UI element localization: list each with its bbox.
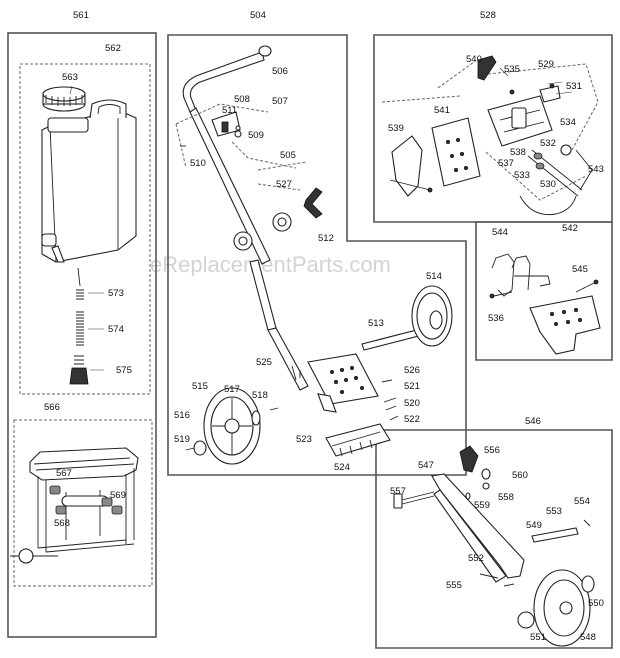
label-523: 523 <box>296 434 312 445</box>
stand-group-frame <box>13 419 153 587</box>
label-517: 517 <box>224 384 240 395</box>
label-544: 544 <box>492 227 508 238</box>
bracket-illustration <box>381 55 599 216</box>
bracket-lower-illustration <box>489 253 601 355</box>
bracket-lower-frame <box>475 221 613 361</box>
label-557: 557 <box>390 486 406 497</box>
label-528: 528 <box>480 10 496 21</box>
label-549: 549 <box>526 520 542 531</box>
label-526: 526 <box>404 365 420 376</box>
label-522: 522 <box>404 414 420 425</box>
label-507: 507 <box>272 96 288 107</box>
label-538: 538 <box>510 147 526 158</box>
label-531: 531 <box>566 81 582 92</box>
label-524: 524 <box>334 462 350 473</box>
label-534: 534 <box>560 117 576 128</box>
label-562: 562 <box>105 43 121 54</box>
label-520: 520 <box>404 398 420 409</box>
label-573: 573 <box>108 288 124 299</box>
label-545: 545 <box>572 264 588 275</box>
label-535: 535 <box>504 64 520 75</box>
label-553: 553 <box>546 506 562 517</box>
label-574: 574 <box>108 324 124 335</box>
label-556: 556 <box>484 445 500 456</box>
label-536: 536 <box>488 313 504 324</box>
label-514: 514 <box>426 271 442 282</box>
label-521: 521 <box>404 381 420 392</box>
label-541: 541 <box>434 105 450 116</box>
label-533: 533 <box>514 170 530 181</box>
wheel-kit-frame <box>375 429 613 649</box>
label-509: 509 <box>248 130 264 141</box>
label-506: 506 <box>272 66 288 77</box>
label-569: 569 <box>110 490 126 501</box>
label-504: 504 <box>250 10 266 21</box>
label-560: 560 <box>512 470 528 481</box>
handle-group-frame <box>167 34 467 476</box>
label-540: 540 <box>466 54 482 65</box>
label-515: 515 <box>192 381 208 392</box>
label-532: 532 <box>540 138 556 149</box>
label-537: 537 <box>498 158 514 169</box>
label-530: 530 <box>540 179 556 190</box>
label-525: 525 <box>256 357 272 368</box>
label-559: 559 <box>474 500 490 511</box>
label-551: 551 <box>530 632 546 643</box>
label-516: 516 <box>174 410 190 421</box>
label-519: 519 <box>174 434 190 445</box>
label-510: 510 <box>190 158 206 169</box>
label-513: 513 <box>368 318 384 329</box>
label-552: 552 <box>468 553 484 564</box>
label-529: 529 <box>538 59 554 70</box>
label-512: 512 <box>318 233 334 244</box>
watermark: eReplacementParts.com <box>150 252 391 277</box>
label-554: 554 <box>574 496 590 507</box>
label-563: 563 <box>62 72 78 83</box>
tank-subgroup-frame <box>19 63 151 395</box>
label-505: 505 <box>280 150 296 161</box>
label-527: 527 <box>276 179 292 190</box>
tank-illustration <box>41 85 137 263</box>
label-511: 511 <box>222 105 237 116</box>
handle-illustration <box>175 45 453 465</box>
label-542: 542 <box>562 223 578 234</box>
label-566: 566 <box>44 402 60 413</box>
stand-illustration <box>10 447 139 564</box>
label-508: 508 <box>234 94 250 105</box>
label-550: 550 <box>588 598 604 609</box>
label-567: 567 <box>56 468 72 479</box>
label-575: 575 <box>116 365 132 376</box>
label-518: 518 <box>252 390 268 401</box>
label-539: 539 <box>388 123 404 134</box>
tank-group-frame <box>7 32 157 638</box>
label-546: 546 <box>525 416 541 427</box>
label-558: 558 <box>498 492 514 503</box>
label-555: 555 <box>446 580 462 591</box>
label-568: 568 <box>54 518 70 529</box>
label-543: 543 <box>588 164 604 175</box>
wheel-kit-illustration <box>393 445 595 647</box>
label-561: 561 <box>73 10 89 21</box>
label-548: 548 <box>580 632 596 643</box>
label-547: 547 <box>418 460 434 471</box>
spring-assembly <box>69 267 104 385</box>
